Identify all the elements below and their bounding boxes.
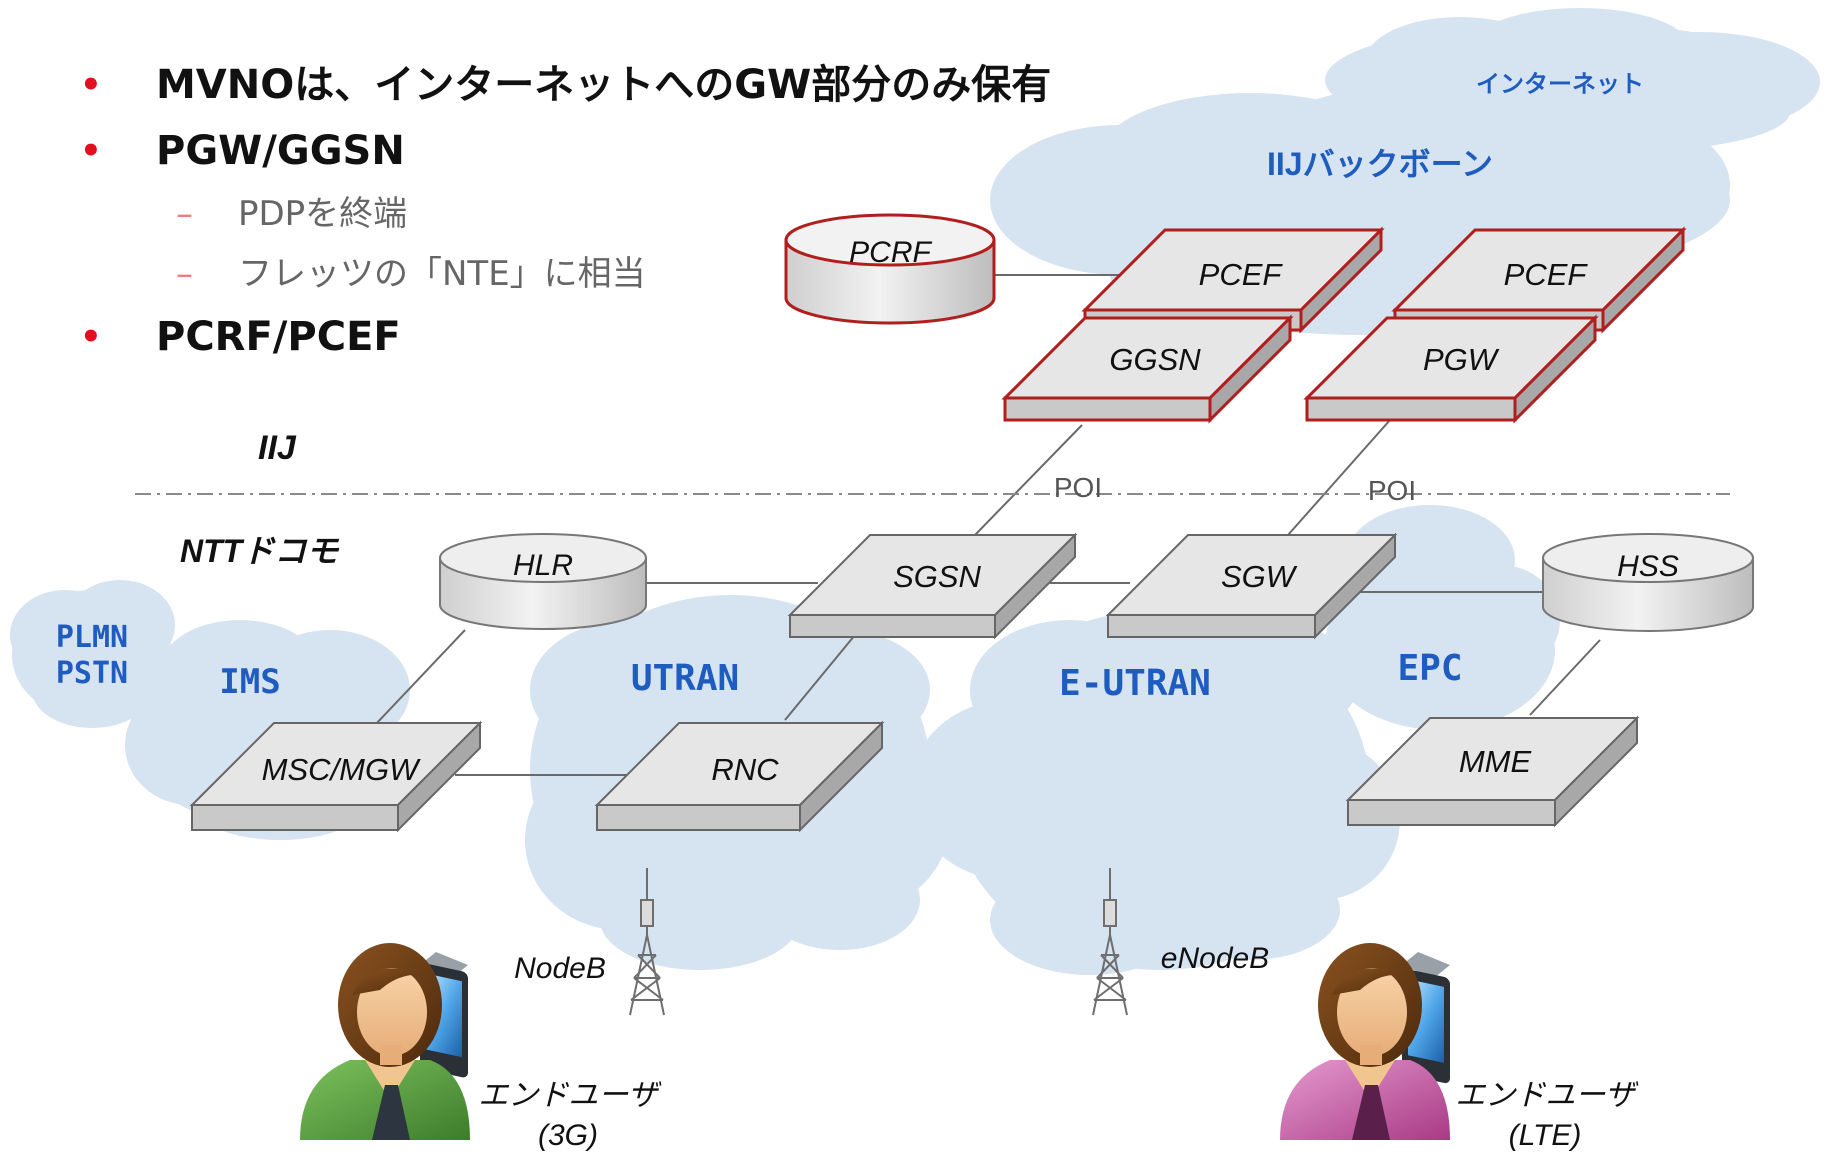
rnc-box: RNC (594, 720, 885, 833)
user-lte: エンドユーザ (LTE) (1280, 943, 1639, 1152)
cloud-ims-label: IMS (219, 662, 280, 702)
cloud-backbone-label: IIJバックボーン (1267, 146, 1493, 182)
enodeb-label: eNodeB (1161, 942, 1269, 975)
bullet-item: • PCRF/PCEF (80, 304, 1051, 370)
user-lte-sub: (LTE) (1509, 1119, 1582, 1152)
link-sgsn-rnc (784, 634, 856, 721)
poi-right-label: POI (1368, 475, 1416, 506)
cloud-internet-label: インターネット (1476, 71, 1644, 98)
sub-bullet-marker: – (176, 194, 193, 234)
mme-box: MME (1345, 715, 1640, 828)
cloud-epc (1325, 505, 1560, 730)
pcef1-box: PCEF (1081, 226, 1385, 334)
user-3g-label: エンドユーザ (478, 1079, 661, 1112)
sub-bullet-item: – フレッツの「NTE」に相当 (80, 244, 1051, 304)
hss-label: HSS (1617, 550, 1679, 583)
cloud-eutran-label: E-UTRAN (1059, 663, 1211, 704)
pcrf-label: PCRF (849, 236, 932, 269)
bullet-list: • MVNOは、インターネットへのGW部分のみ保有 • PGW/GGSN – P… (80, 52, 1051, 370)
hss-node: HSS (1542, 533, 1754, 632)
sgsn-label: SGSN (893, 559, 981, 594)
rnc-label: RNC (711, 752, 779, 787)
sgsn-box: SGSN (787, 532, 1078, 640)
user-lte-label: エンドユーザ (1455, 1079, 1638, 1112)
pgw-box: PGW (1303, 314, 1599, 424)
bullet-text: MVNOは、インターネットへのGW部分のみ保有 (156, 62, 1052, 108)
sub-bullet-text: フレッツの「NTE」に相当 (238, 254, 646, 294)
link-pgw-sgw (1287, 419, 1391, 536)
domain-iij-label: IIJ (258, 429, 297, 467)
sub-bullet-item: – PDPを終端 (80, 184, 1051, 244)
bullet-text: PGW/GGSN (156, 128, 405, 174)
sgw-box: SGW (1105, 532, 1398, 640)
enodeb-antenna-icon (1092, 868, 1128, 1016)
pcrf-node: PCRF (784, 213, 996, 325)
bullet-text: PCRF/PCEF (156, 314, 401, 360)
cloud-epc-label: EPC (1397, 648, 1462, 689)
connection-lines (374, 274, 1601, 776)
cloud-eutran (910, 610, 1400, 975)
ggsn-label: GGSN (1109, 342, 1201, 377)
msc-mgw-label: MSC/MGW (262, 752, 421, 787)
cloud-pstn-label: PSTN (56, 656, 128, 691)
sub-bullet-text: PDPを終端 (238, 194, 408, 234)
msc-mgw-box: MSC/MGW (189, 720, 483, 833)
hlr-label: HLR (513, 549, 573, 582)
bullet-item: • PGW/GGSN (80, 118, 1051, 184)
nodeb-label: NodeB (514, 952, 606, 985)
cloud-utran-label: UTRAN (631, 658, 739, 699)
bullet-marker: • (80, 317, 102, 357)
pgw-label: PGW (1423, 342, 1500, 377)
user-3g-sub: (3G) (538, 1119, 598, 1152)
woman-green-icon (300, 943, 470, 1140)
link-hss-mme (1529, 639, 1601, 716)
hlr-node: HLR (439, 533, 647, 630)
link-ggsn-sgsn (974, 424, 1083, 536)
bullet-item: • MVNOは、インターネットへのGW部分のみ保有 (80, 52, 1051, 118)
mme-label: MME (1459, 744, 1532, 779)
pcef2-label: PCEF (1504, 257, 1589, 292)
ggsn-box: GGSN (1001, 314, 1294, 424)
sgw-label: SGW (1221, 559, 1298, 594)
domain-docomo-label: NTTドコモ (180, 533, 340, 569)
pcef1-label: PCEF (1199, 257, 1284, 292)
user-3g: エンドユーザ (3G) (300, 943, 662, 1152)
woman-pink-icon (1280, 943, 1450, 1140)
bullet-marker: • (80, 131, 102, 171)
poi-left-label: POI (1054, 472, 1102, 503)
link-hlr-msc (374, 629, 466, 726)
nodeb-antenna-icon (629, 868, 665, 1016)
sub-bullet-marker: – (176, 254, 193, 294)
cloud-plmn-label: PLMN (56, 620, 128, 655)
cloud-plmn-pstn (10, 580, 175, 728)
bullet-marker: • (80, 65, 102, 105)
